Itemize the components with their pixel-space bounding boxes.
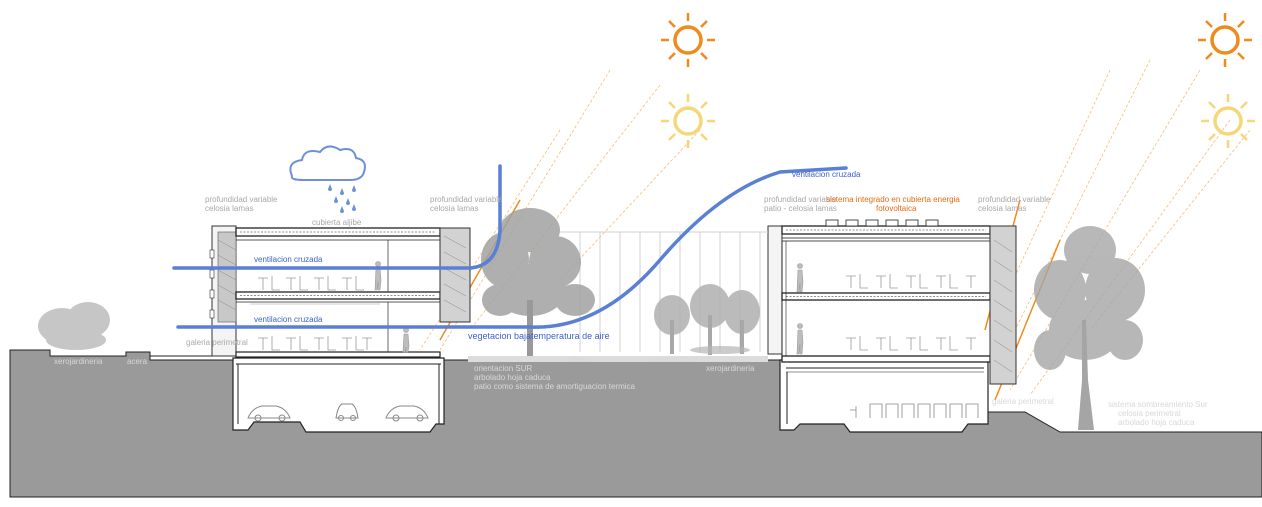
car-icon <box>335 403 359 421</box>
label-right-inner-facade-2: patio - celosia lamas <box>764 204 837 213</box>
person-icon <box>402 327 410 353</box>
car-icon <box>385 405 429 422</box>
pv-panels <box>825 219 939 227</box>
label-xerojardineria-left: xerojardineria <box>54 357 103 366</box>
person-icon <box>796 323 804 355</box>
person-icon <box>374 261 382 291</box>
patio-floor <box>468 356 768 362</box>
label-left-facade-1: profundidad variable <box>205 195 278 204</box>
label-sombreamiento-2: celosia perimetral <box>1118 409 1181 418</box>
label-left-gallery: galeria perimetral <box>186 338 248 347</box>
label-left-facade-2: celosia lamas <box>205 204 253 213</box>
patio-shrubs <box>690 346 750 354</box>
ground-section <box>9 349 1262 498</box>
right-basement <box>779 359 989 433</box>
label-vent-left-upper: ventilacion cruzada <box>254 255 323 264</box>
label-right-gallery: galeria perimetral <box>992 397 1054 406</box>
right-building <box>767 219 1017 385</box>
label-vent-left-lower: ventilacion cruzada <box>254 315 323 324</box>
label-xerojardineria-patio: xerojardineria <box>706 364 755 373</box>
label-acera: acera <box>127 357 148 366</box>
label-right-outer-facade-2: celosia lamas <box>978 204 1026 213</box>
sun-icon <box>661 13 715 67</box>
label-left-inner-facade-2: celosia lamas <box>430 204 478 213</box>
sun-icon <box>661 94 715 148</box>
labels: profundidad variable celosia lamas cubie… <box>54 170 1208 427</box>
label-pv-roof-2: fotovoltaica <box>876 204 917 213</box>
label-right-outer-facade-1: profundidad variable <box>978 195 1051 204</box>
label-canto-rodado: canto rodado <box>651 355 698 364</box>
person-icon <box>796 263 804 293</box>
car-icon <box>247 405 291 422</box>
label-albero: albero <box>568 355 591 364</box>
left-basement <box>232 357 445 433</box>
sun-icon <box>1201 94 1255 148</box>
label-left-roof: cubierta aljibe <box>312 218 362 227</box>
label-patio-note-2: arbolado hoja caduca <box>474 373 551 382</box>
label-pv-roof-1: sistema integrado en cubierta energia <box>826 195 960 204</box>
left-building <box>186 225 471 358</box>
label-sombreamiento-3: arbolado hoja caduca <box>1118 418 1195 427</box>
shrub-left <box>38 302 110 350</box>
label-vent-top: ventilacion cruzada <box>792 170 861 179</box>
label-patio-note-3: patio como sistema de amortiguacion term… <box>474 382 636 391</box>
label-right-inner-facade-1: profundidad variable <box>764 195 837 204</box>
label-patio-note-1: orientacion SUR <box>474 364 532 373</box>
tree-right-exterior <box>1034 226 1145 430</box>
tree-small-patio <box>654 284 760 355</box>
label-left-inner-facade-1: profundidad variable <box>430 195 503 204</box>
label-sombreamiento-1: sistema sombreamiento Sur <box>1108 400 1208 409</box>
sun-icon <box>1198 13 1252 67</box>
label-vegetation-temp: vegetacion bajatemperatura de aire <box>468 331 610 341</box>
airflow-arrows <box>172 164 848 329</box>
rain-cloud-icon <box>289 145 366 213</box>
